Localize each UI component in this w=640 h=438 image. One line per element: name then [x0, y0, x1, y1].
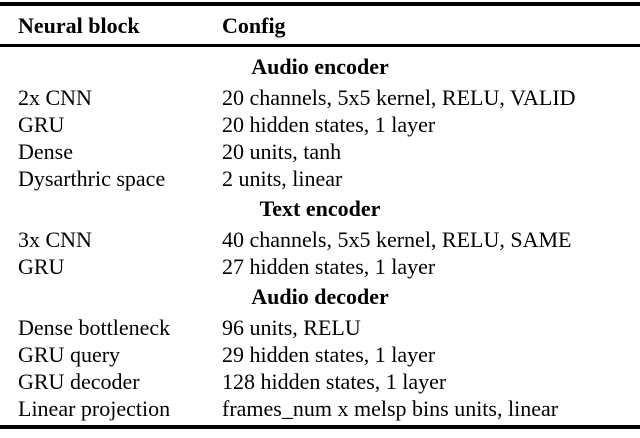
table-header-row: Neural block Config — [0, 8, 640, 44]
cell-config: 128 hidden states, 1 layer — [222, 369, 447, 394]
column-header-config: Config — [222, 13, 286, 38]
cell-config: 20 channels, 5x5 kernel, RELU, VALID — [222, 85, 576, 110]
section-header-label: Audio encoder — [251, 54, 389, 79]
table-row: GRU 20 hidden states, 1 layer — [0, 111, 640, 138]
table-row: 3x CNN 40 channels, 5x5 kernel, RELU, SA… — [0, 226, 640, 253]
cell-neural-block: GRU decoder — [18, 369, 140, 394]
cell-config: 27 hidden states, 1 layer — [222, 254, 436, 279]
cell-config: 40 channels, 5x5 kernel, RELU, SAME — [222, 227, 572, 252]
cell-neural-block: GRU query — [18, 342, 121, 367]
cell-config: 20 hidden states, 1 layer — [222, 112, 436, 137]
table-row: Dense 20 units, tanh — [0, 138, 640, 165]
cell-config: 2 units, linear — [222, 166, 343, 191]
table-header-rule — [0, 44, 640, 47]
cell-neural-block: Dysarthric space — [18, 166, 166, 191]
column-header-neural-block: Neural block — [18, 13, 140, 38]
cell-neural-block: GRU — [18, 112, 65, 137]
cell-neural-block: Dense bottleneck — [18, 315, 171, 340]
cell-neural-block: GRU — [18, 254, 65, 279]
table-body: Audio encoder 2x CNN 20 channels, 5x5 ke… — [0, 47, 640, 422]
cell-neural-block: Dense — [18, 139, 73, 164]
cell-neural-block: Linear projection — [18, 396, 171, 421]
table-bottom-rule — [0, 425, 640, 429]
table-row: Dysarthric space 2 units, linear — [0, 165, 640, 192]
table-row: GRU decoder 128 hidden states, 1 layer — [0, 368, 640, 395]
cell-config: frames_num x melsp bins units, linear — [222, 396, 559, 421]
table-row: Linear projection frames_num x melsp bin… — [0, 395, 640, 422]
table-row: GRU query 29 hidden states, 1 layer — [0, 341, 640, 368]
cell-neural-block: 2x CNN — [18, 85, 92, 110]
table-row: Dense bottleneck 96 units, RELU — [0, 314, 640, 341]
cell-neural-block: 3x CNN — [18, 227, 92, 252]
section-header-label: Audio decoder — [251, 284, 389, 309]
section-header-row-audio-decoder: Audio decoder — [0, 280, 640, 314]
section-header-label: Text encoder — [259, 196, 381, 221]
cell-config: 29 hidden states, 1 layer — [222, 342, 436, 367]
cell-config: 96 units, RELU — [222, 315, 361, 340]
cell-config: 20 units, tanh — [222, 139, 342, 164]
table-row: GRU 27 hidden states, 1 layer — [0, 253, 640, 280]
section-header-row-audio-encoder: Audio encoder — [0, 50, 640, 84]
section-header-row-text-encoder: Text encoder — [0, 192, 640, 226]
table-top-rule — [0, 2, 640, 6]
table-row: 2x CNN 20 channels, 5x5 kernel, RELU, VA… — [0, 84, 640, 111]
